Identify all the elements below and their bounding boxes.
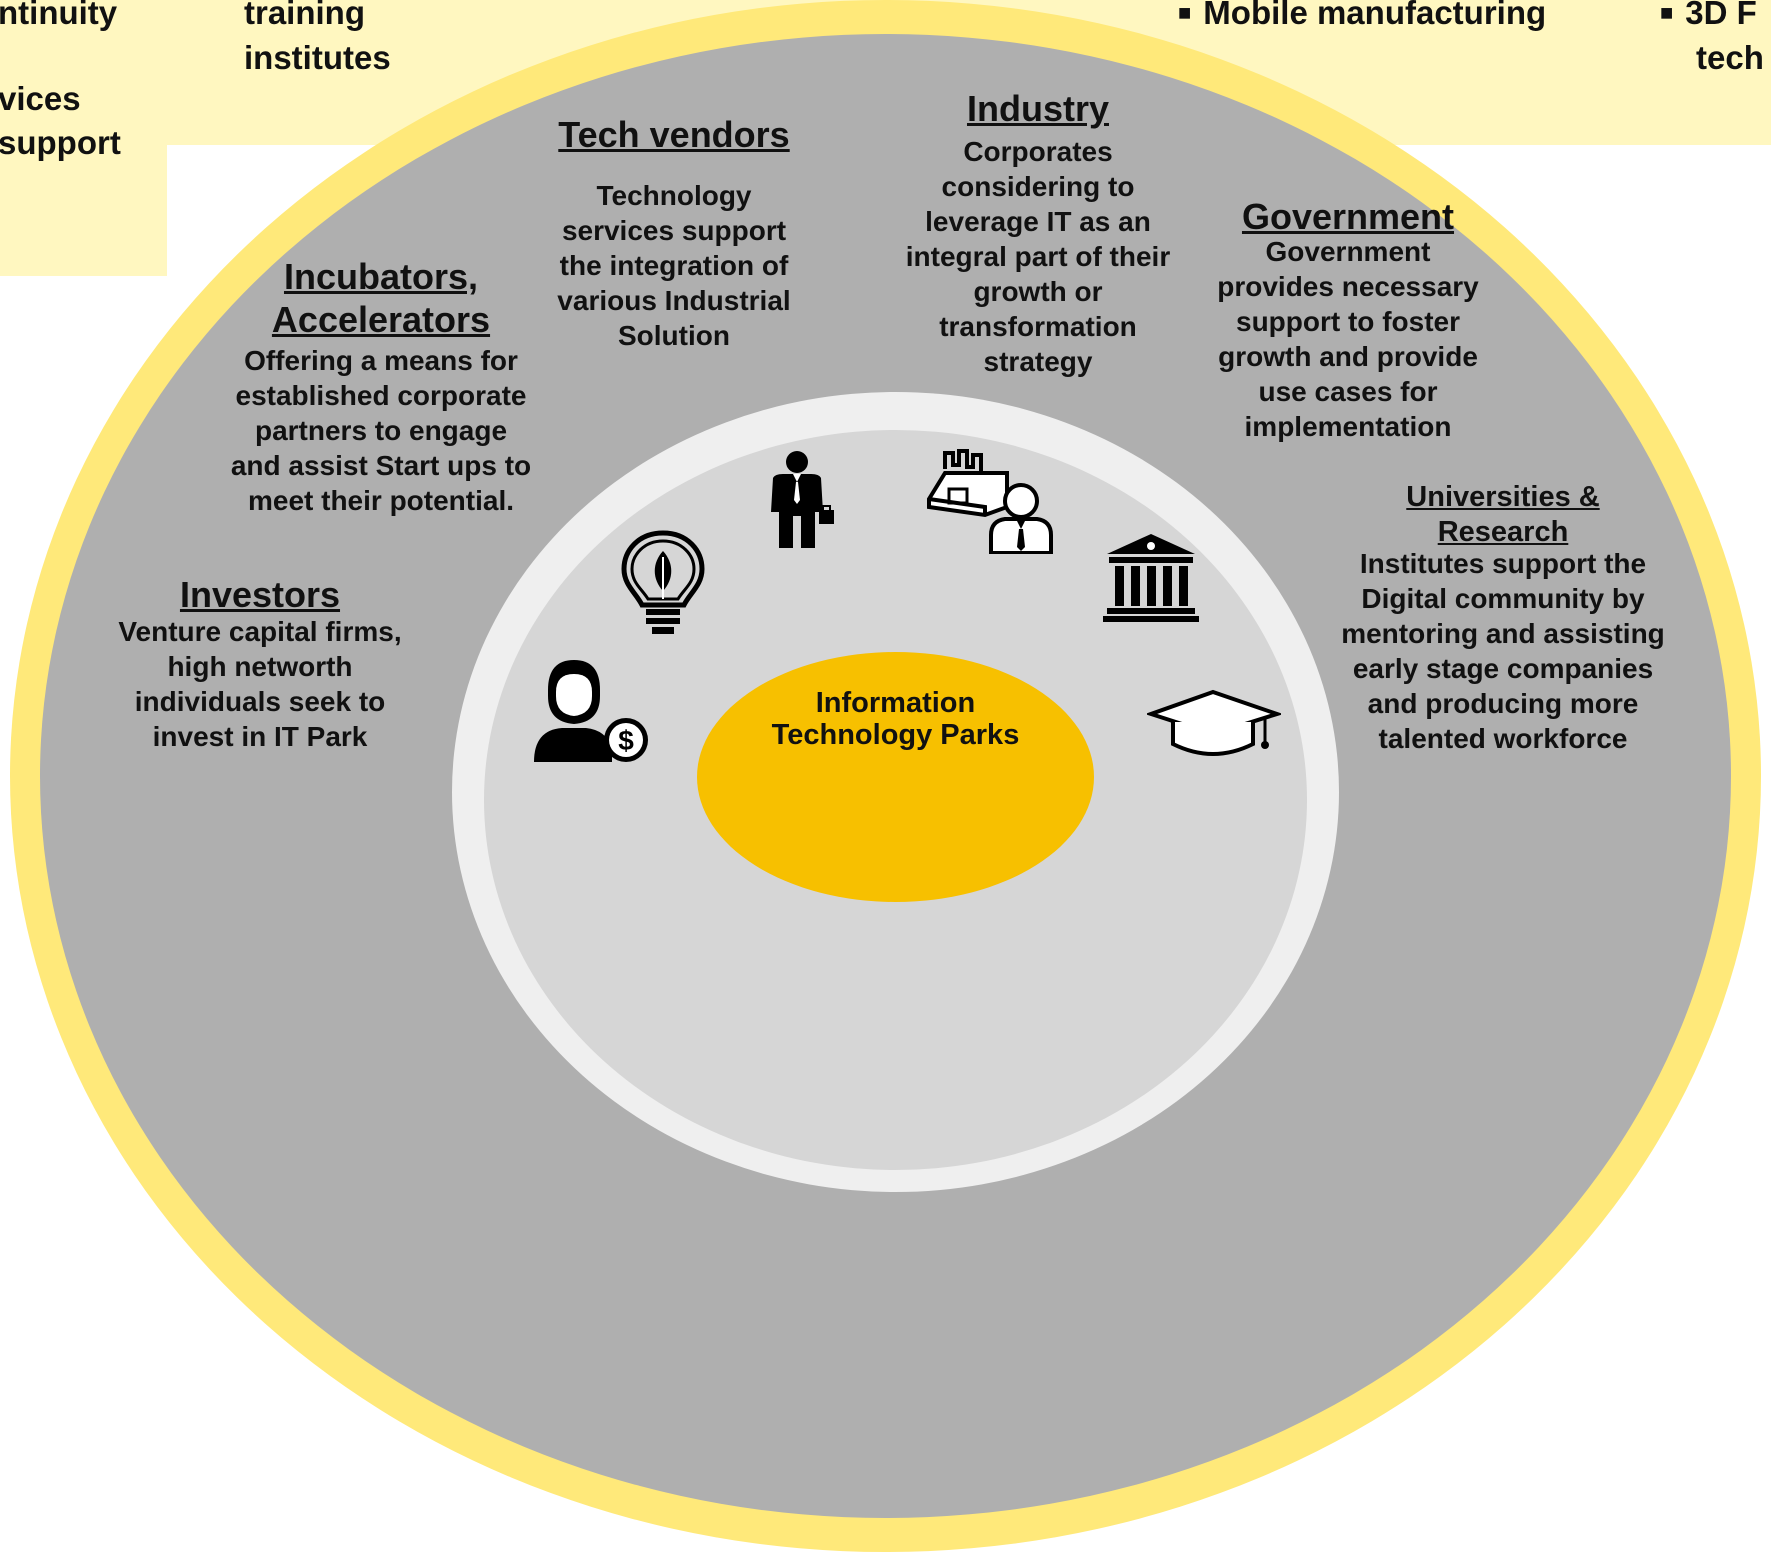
bullet-mobile-manufacturing: ■Mobile manufacturing — [1178, 0, 1547, 31]
tech-vendors-description: Technology services support the integrat… — [557, 180, 791, 352]
government-segment: Government Government provides necessary… — [1193, 195, 1503, 444]
universities-segment: Universities & Research Institutes suppo… — [1323, 480, 1683, 756]
universities-heading-line2: Research — [1437, 515, 1569, 548]
investor-dollar-icon: $ — [534, 652, 654, 767]
incubators-description: Offering a means for established corpora… — [230, 345, 532, 517]
left-fragment-text: ntinuity vices support — [0, 0, 121, 162]
incubators-heading-line2: Accelerators — [271, 299, 491, 341]
investors-description: Venture capital firms, high networth ind… — [118, 616, 402, 753]
industry-description: Corporates considering to leverage IT as… — [905, 136, 1171, 378]
universities-heading-line1: Universities & — [1406, 481, 1600, 513]
investors-segment: Investors Venture capital firms, high ne… — [90, 573, 430, 754]
hub-label: Information Technology Parks — [771, 687, 1020, 751]
businessman-briefcase-icon — [767, 450, 835, 555]
graduation-cap-icon — [1144, 688, 1284, 763]
government-building-icon — [1103, 532, 1199, 627]
industry-segment: Industry Corporates considering to lever… — [873, 87, 1203, 379]
left-background-box — [0, 0, 167, 276]
universities-description: Institutes support the Digital community… — [1341, 547, 1665, 754]
tech-vendors-segment: Tech vendors Technology services support… — [524, 113, 824, 353]
incubators-heading-line1: Incubators, — [283, 256, 479, 297]
investors-heading: Investors — [179, 574, 341, 615]
government-description: Government provides necessary support to… — [1217, 236, 1479, 443]
lightbulb-leaf-icon — [618, 527, 708, 642]
training-fragment-text: training institutes — [244, 0, 391, 76]
tech-vendors-heading: Tech vendors — [558, 114, 790, 155]
bullet-3d-fragment: ■3D F tech — [1660, 0, 1764, 76]
factory-person-icon — [925, 449, 1055, 559]
incubators-segment: Incubators, Accelerators Offering a mean… — [196, 255, 566, 518]
svg-text:$: $ — [618, 725, 634, 756]
government-heading: Government — [1241, 196, 1455, 237]
industry-heading: Industry — [966, 88, 1109, 129]
